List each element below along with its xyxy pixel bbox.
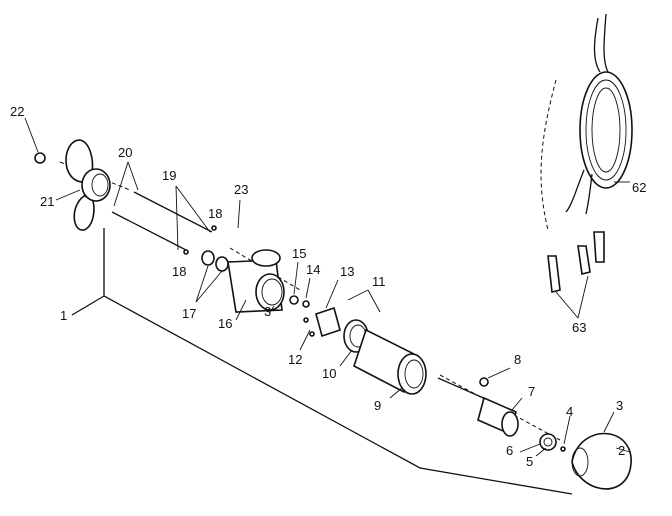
motor-can-9 xyxy=(353,328,427,395)
callout-15: 15 xyxy=(292,246,306,261)
callout-labels: 1 2 3 3 4 5 6 7 8 9 10 11 12 13 14 15 16… xyxy=(10,104,646,469)
callout-20: 20 xyxy=(118,145,132,160)
callout-12: 12 xyxy=(288,352,302,367)
callout-13: 13 xyxy=(340,264,354,279)
callout-10: 10 xyxy=(322,366,336,381)
callout-21: 21 xyxy=(40,194,54,209)
callout-16: 16 xyxy=(218,316,232,331)
callout-4: 4 xyxy=(566,404,573,419)
callout-1: 1 xyxy=(60,308,67,323)
callout-63: 63 xyxy=(572,320,586,335)
callout-11: 11 xyxy=(372,274,386,289)
callout-5: 5 xyxy=(526,454,533,469)
callout-22: 22 xyxy=(10,104,24,119)
callout-7: 7 xyxy=(528,384,535,399)
callout-2: 2 xyxy=(618,443,625,458)
callout-9: 9 xyxy=(374,398,381,413)
callout-19: 19 xyxy=(162,168,176,183)
gear-housing-16 xyxy=(227,249,285,313)
callout-18-upper: 18 xyxy=(208,206,222,221)
armature-7 xyxy=(437,377,519,437)
callout-18-lower: 18 xyxy=(172,264,186,279)
callout-3-housing: 3 xyxy=(264,304,271,319)
callout-23: 23 xyxy=(234,182,248,197)
callout-3-cap: 3 xyxy=(616,398,623,413)
leader-lines xyxy=(235,181,631,457)
power-cord-62 xyxy=(540,13,633,231)
battery-clips-63 xyxy=(547,231,605,319)
assembly-frame-lines xyxy=(71,228,573,495)
callout-6: 6 xyxy=(506,443,513,458)
callout-14: 14 xyxy=(306,262,320,277)
callout-8: 8 xyxy=(514,352,521,367)
small-hardware-12-15 xyxy=(289,295,341,338)
nut-22 xyxy=(24,117,46,164)
tie-rods-19-20 xyxy=(111,161,213,251)
end-cap-2 xyxy=(571,432,632,490)
callout-17: 17 xyxy=(182,306,196,321)
callout-62: 62 xyxy=(632,180,646,195)
propeller-21 xyxy=(55,139,111,231)
bearing-5-6 xyxy=(539,433,566,452)
